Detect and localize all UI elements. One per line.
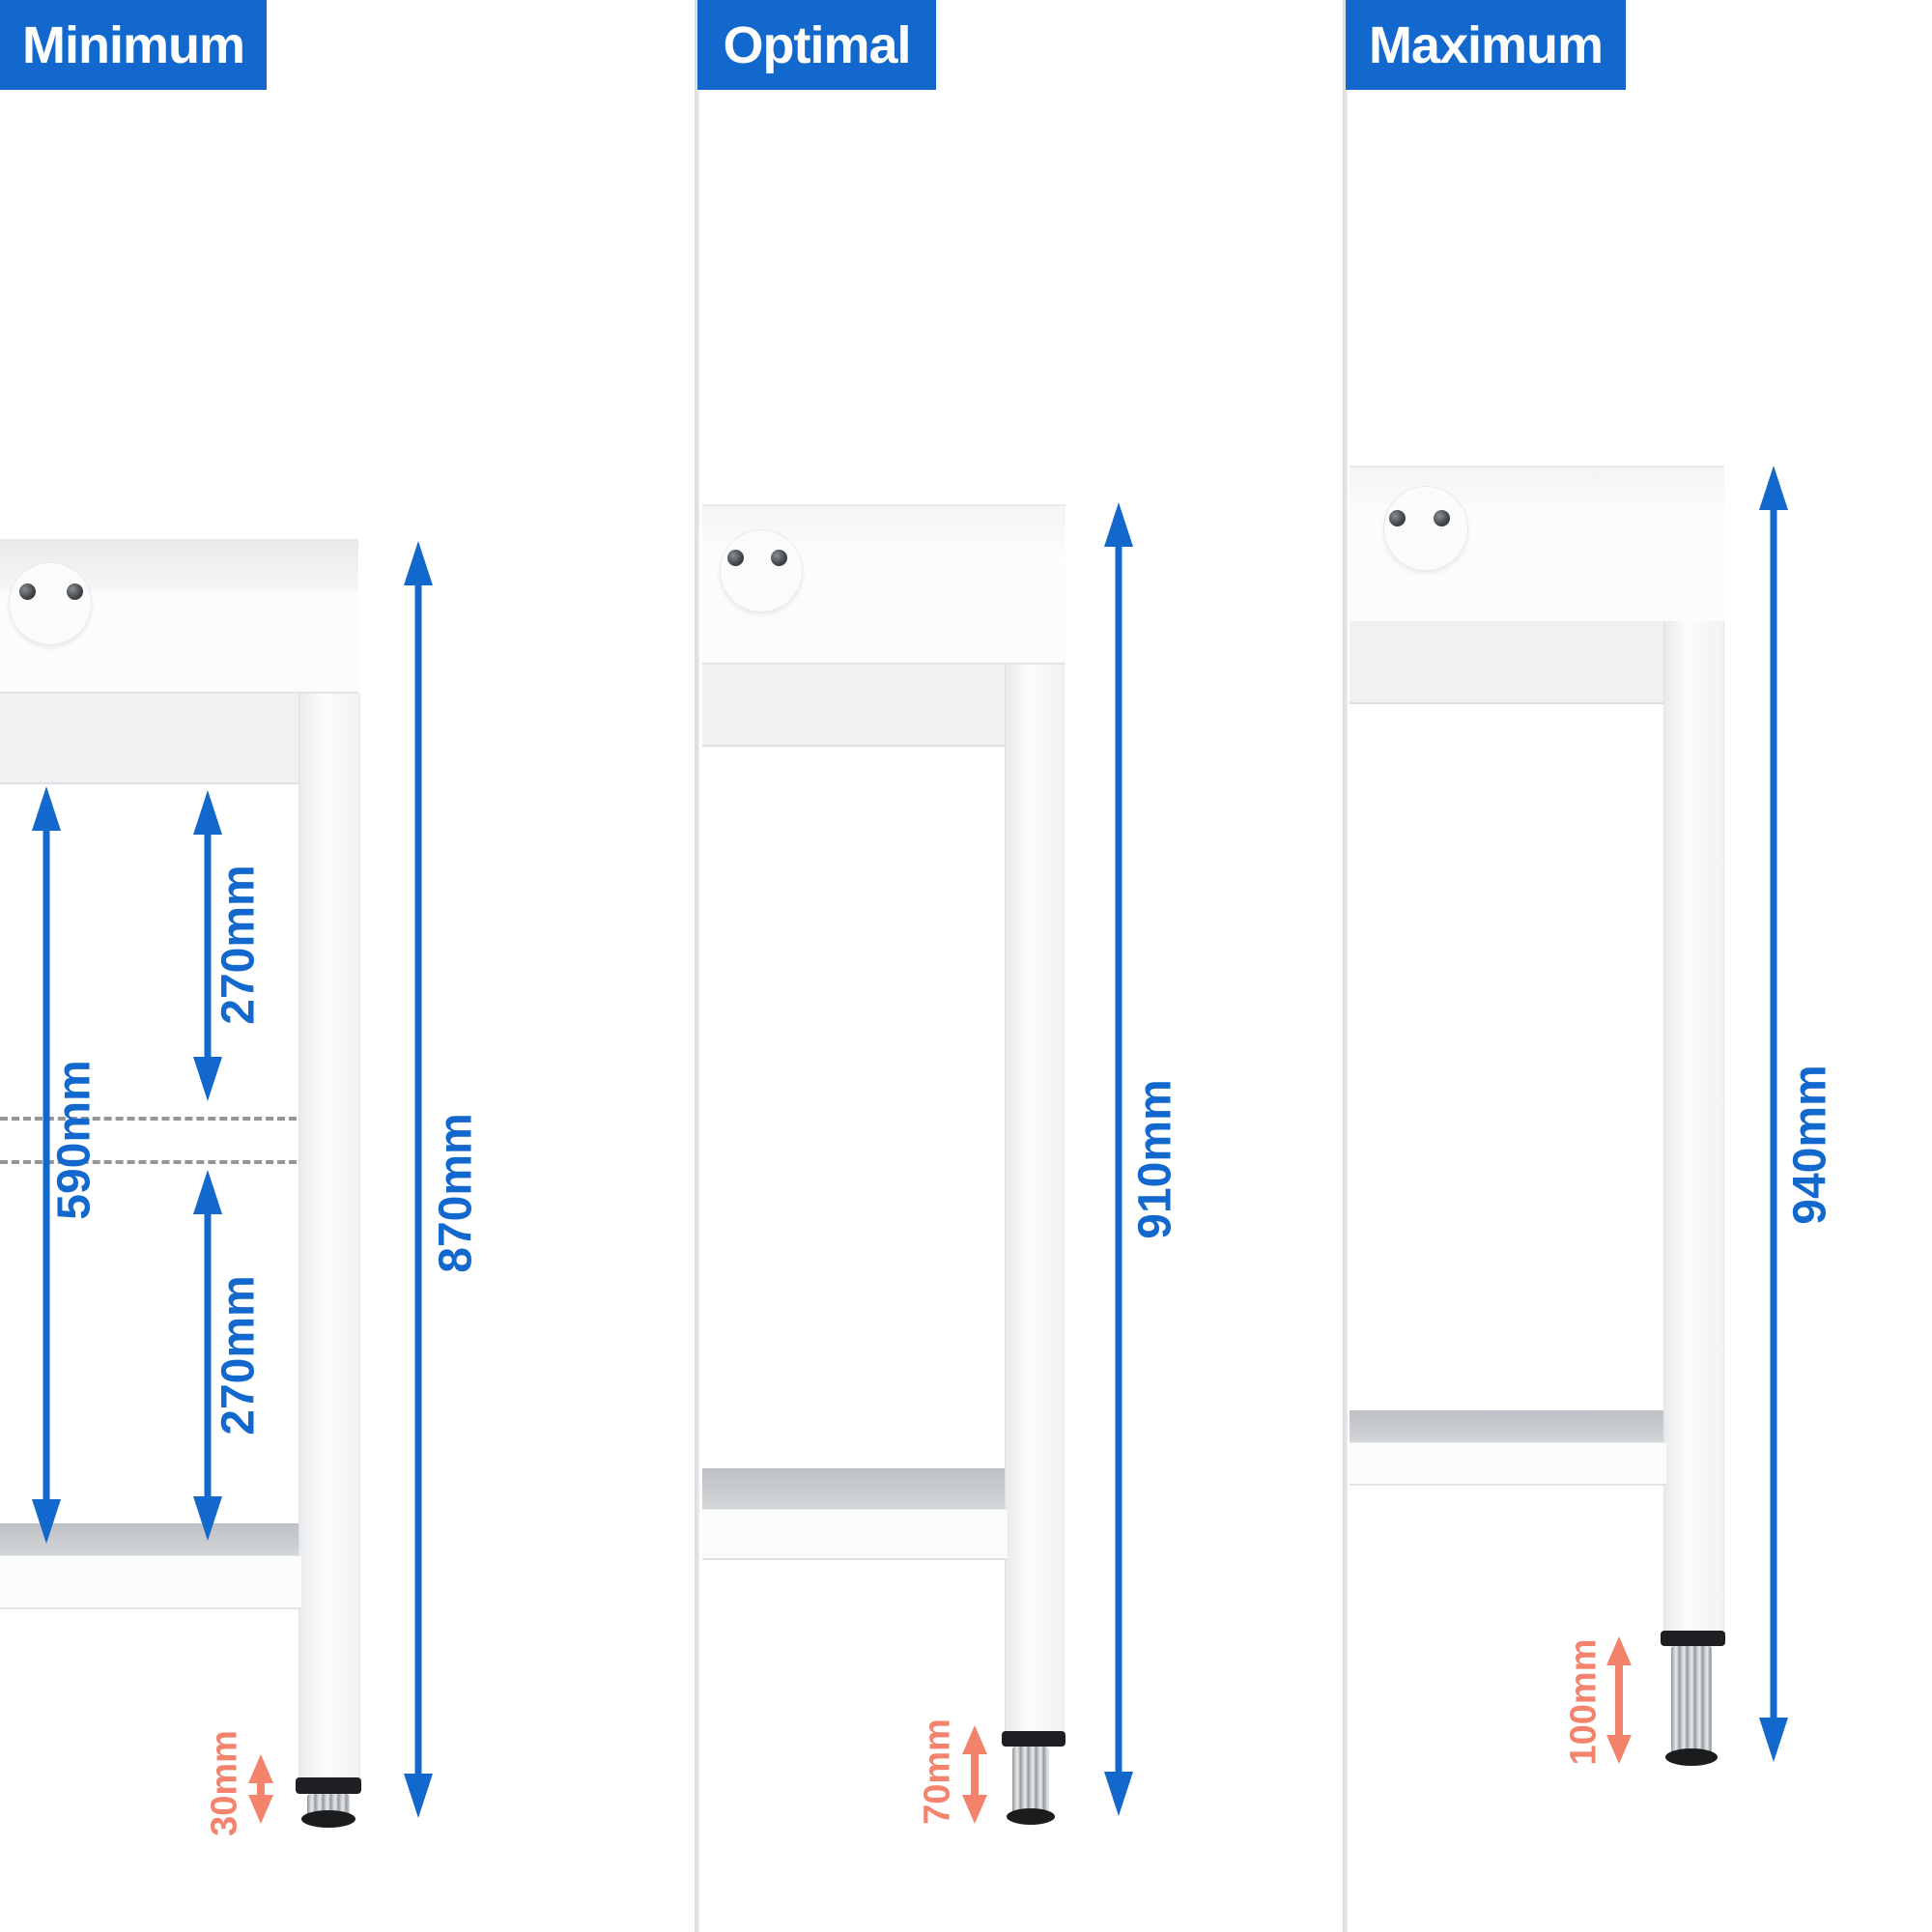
lower-section-arrow: [193, 1170, 222, 1541]
arrow-down-icon: [1104, 1772, 1133, 1816]
foot-collar: [1002, 1731, 1065, 1747]
mounting-bracket: [9, 562, 92, 645]
inner-height-label: 590mm: [48, 1060, 100, 1220]
panel-maximum-title: Maximum: [1368, 15, 1604, 74]
foot-adjust-label: 30mm: [204, 1730, 245, 1836]
panel-optimal: Optimal 910mm 70mm: [695, 0, 1343, 1932]
total-height-label: 910mm: [1129, 1079, 1181, 1239]
panel-divider: [695, 0, 699, 1932]
foot-adjust-arrow: [1606, 1636, 1632, 1764]
foot-adjust-arrow: [962, 1725, 987, 1824]
arrow-down-icon: [248, 1795, 273, 1824]
arrow-down-icon: [404, 1774, 433, 1818]
arrow-down-icon: [1606, 1735, 1632, 1764]
panel-optimal-title: Optimal: [723, 15, 911, 74]
foot-collar: [1661, 1631, 1725, 1646]
mounting-bracket: [720, 529, 803, 612]
foot-adjust-label: 100mm: [1563, 1638, 1605, 1766]
total-height-arrow: [404, 541, 433, 1818]
panel-minimum: Minimum 590mm 270mm 270mm 870mm 30mm: [0, 0, 695, 1932]
total-height-label: 940mm: [1784, 1065, 1836, 1225]
under-shelf-front: [702, 1509, 1008, 1560]
screw-icon: [1389, 510, 1406, 526]
under-shelf: [702, 1468, 1005, 1509]
foot-collar: [296, 1777, 361, 1794]
mounting-bracket: [1383, 486, 1468, 571]
arrow-down-icon: [193, 1496, 222, 1541]
under-shelf-front: [1350, 1442, 1666, 1486]
total-height-arrow: [1759, 466, 1788, 1762]
total-height-label: 870mm: [430, 1113, 482, 1273]
foot-adjust-label: 70mm: [917, 1719, 958, 1825]
under-shelf: [1350, 1410, 1663, 1442]
screw-icon: [771, 550, 787, 566]
under-shelf-front: [0, 1555, 301, 1609]
adjustable-foot: [1671, 1646, 1712, 1758]
panel-divider: [1343, 0, 1348, 1932]
screw-icon: [19, 583, 36, 600]
arrow-down-icon: [32, 1499, 61, 1544]
shelf-position-dashed-line: [0, 1117, 297, 1121]
table-leg: [1005, 665, 1065, 1731]
screw-icon: [1434, 510, 1450, 526]
table-leg: [298, 694, 360, 1780]
lower-section-label: 270mm: [213, 1275, 265, 1435]
panel-minimum-title: Minimum: [22, 15, 245, 74]
foot-adjust-arrow: [248, 1754, 273, 1824]
table-rail: [1350, 621, 1663, 704]
arrow-down-icon: [962, 1795, 987, 1824]
panel-optimal-header: Optimal: [697, 0, 936, 90]
table-rail: [702, 665, 1005, 747]
total-height-arrow: [1104, 502, 1133, 1816]
arrow-down-icon: [193, 1057, 222, 1101]
foot-base: [1007, 1808, 1055, 1825]
table-leg: [1663, 621, 1724, 1631]
adjustable-foot: [1012, 1747, 1049, 1818]
panel-maximum-header: Maximum: [1346, 0, 1626, 90]
upper-section-label: 270mm: [213, 865, 265, 1025]
shelf-position-dashed-line: [0, 1160, 297, 1164]
screw-icon: [67, 583, 83, 600]
foot-base: [301, 1810, 355, 1828]
panel-maximum: Maximum 940mm 100mm: [1343, 0, 1932, 1932]
upper-section-arrow: [193, 790, 222, 1101]
table-rail: [0, 694, 298, 784]
arrow-down-icon: [1759, 1718, 1788, 1762]
panel-minimum-header: Minimum: [0, 0, 267, 90]
foot-base: [1665, 1748, 1718, 1766]
screw-icon: [727, 550, 744, 566]
inner-height-arrow: [32, 786, 61, 1544]
